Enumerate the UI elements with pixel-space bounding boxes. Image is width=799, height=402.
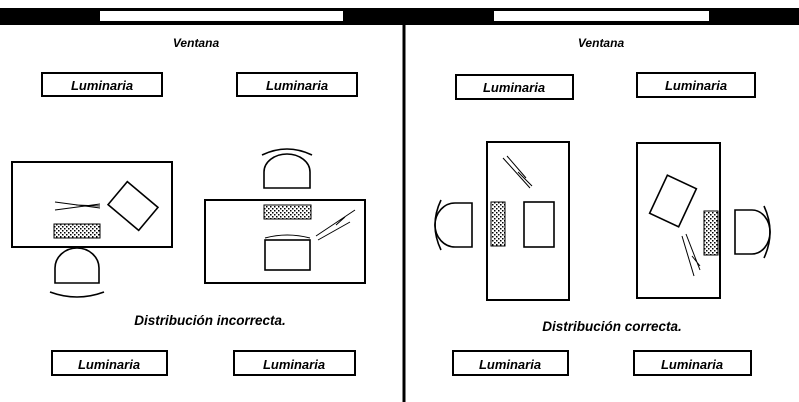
right-top-luminaire-2-label: Luminaria: [665, 78, 727, 93]
right-bottom-luminaire-2: [633, 350, 752, 376]
left-window-label: Ventana: [173, 36, 220, 50]
right-top-luminaire-2: [636, 72, 756, 98]
left-chair-1-base-icon: [49, 291, 105, 298]
left-desk-2-keyboard: [263, 204, 312, 220]
right-bottom-luminaire-1-label: Luminaria: [479, 357, 541, 372]
left-top-luminaire-1: [41, 72, 163, 97]
right-desk-2-lamp-icon: [681, 233, 701, 277]
left-desk-1-keyboard: [53, 223, 101, 239]
right-panel: Ventana Luminaria Luminaria Distribución…: [434, 36, 771, 376]
left-desk-2-lamp-icon: [315, 209, 356, 241]
right-desk-2-monitor: [648, 174, 698, 228]
right-caption: Distribución correcta.: [542, 319, 682, 334]
left-caption: Distribución incorrecta.: [134, 313, 286, 328]
left-top-luminaire-1-label: Luminaria: [71, 78, 133, 93]
right-desk-2-keyboard: [703, 210, 719, 256]
left-desk-1-lamp-icon: [54, 201, 101, 211]
right-bottom-luminaire-2-label: Luminaria: [661, 357, 723, 372]
left-chair-1-icon: [54, 247, 100, 284]
left-bottom-luminaire-1-label: Luminaria: [78, 357, 140, 372]
right-top-luminaire-1-label: Luminaria: [483, 80, 545, 95]
left-top-luminaire-2-label: Luminaria: [266, 78, 328, 93]
right-window-opening: [494, 11, 709, 21]
left-bottom-luminaire-2-label: Luminaria: [263, 357, 325, 372]
right-chair-2-icon: [734, 209, 771, 255]
right-chair-1-icon: [434, 202, 473, 248]
left-bottom-luminaire-2: [233, 350, 356, 376]
left-desk-1-monitor: [106, 180, 160, 232]
right-desk-1-keyboard: [490, 201, 506, 247]
left-chair-2-base-icon: [261, 148, 313, 156]
left-chair-2-icon: [263, 153, 311, 189]
left-desk-2-monitor: [264, 239, 311, 271]
left-bottom-luminaire-1: [51, 350, 168, 376]
left-desk-2-monitor-top-icon: [264, 234, 311, 239]
right-window-label: Ventana: [578, 36, 625, 50]
right-top-luminaire-1: [455, 74, 574, 100]
left-panel: Ventana Luminaria Luminaria Distribución…: [11, 36, 366, 376]
right-desk-1-lamp-icon: [502, 155, 533, 189]
right-bottom-luminaire-1: [452, 350, 569, 376]
left-top-luminaire-2: [236, 72, 358, 97]
right-desk-1-monitor: [523, 201, 555, 248]
right-chair-2-base-icon: [763, 205, 771, 259]
left-window-opening: [100, 11, 343, 21]
right-chair-1-base-icon: [434, 199, 442, 251]
